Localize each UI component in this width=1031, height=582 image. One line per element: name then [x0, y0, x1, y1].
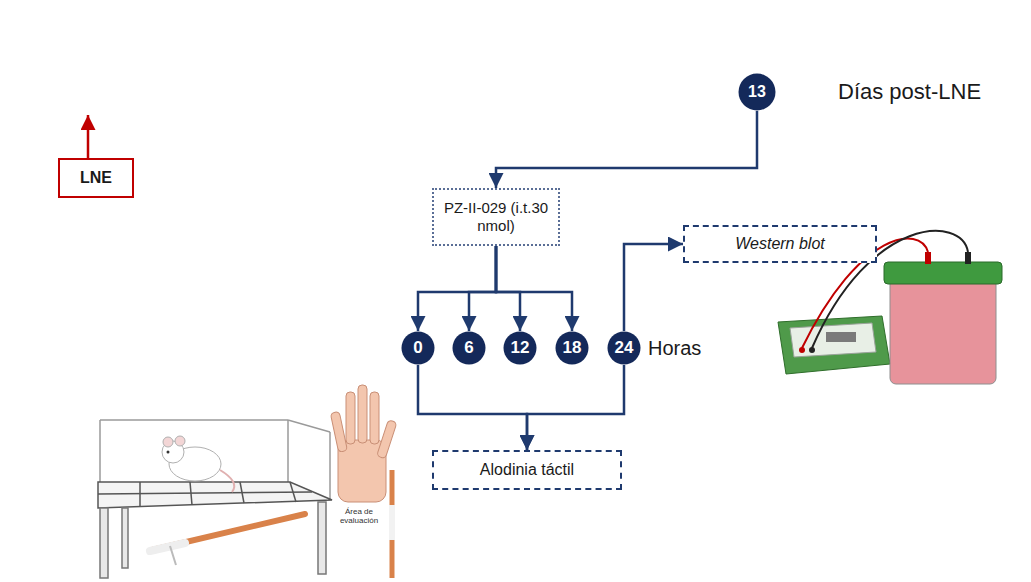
flow-connector [624, 244, 683, 331]
black-electrode [965, 252, 971, 264]
day-dot [430, 72, 470, 112]
injury-leader [87, 115, 90, 158]
table-leg [100, 508, 108, 578]
day-dot [788, 72, 828, 112]
marker-circle [504, 332, 537, 365]
probe-filament [392, 470, 393, 578]
day-marker: 13 [738, 73, 776, 111]
day-dot [120, 72, 160, 112]
finger [330, 411, 347, 452]
table-leg [318, 502, 326, 574]
marker-number: 13 [748, 82, 766, 101]
drug-box: PZ-II-029 (i.t.30 nmol) [432, 188, 560, 246]
day-dot [688, 72, 728, 112]
marker-number: 0 [413, 338, 422, 358]
flow-connector [496, 246, 520, 331]
marker-circle [556, 332, 589, 365]
von-frey-cage [98, 420, 332, 578]
flow-connector [496, 246, 572, 331]
tank-lid [884, 262, 1002, 284]
cage-edge [329, 432, 331, 500]
axis-label: Horas [648, 335, 701, 361]
day-dot [327, 72, 367, 112]
red-electrode [925, 252, 931, 264]
box-text: Alodinia táctil [480, 460, 574, 479]
cage-edge [100, 419, 288, 421]
mouse-ear [175, 436, 185, 446]
tank-body [890, 278, 996, 384]
power-supply-case [778, 316, 890, 374]
behavior-box: Alodinia táctil [432, 450, 622, 490]
time-marker: 6 [452, 331, 486, 365]
flow-connector [527, 365, 624, 450]
timeline-band: Días post-LNE 13 [0, 4, 1031, 176]
area-label: Área de evaluación [334, 507, 384, 525]
box-text: PZ-II-029 (i.t.30 nmol) [440, 199, 552, 235]
mouse-figure [162, 436, 234, 492]
flow-connector [418, 365, 527, 450]
power-supply [778, 316, 890, 374]
marker-number: 6 [464, 338, 473, 358]
finger [377, 420, 397, 459]
cage-edge [287, 420, 289, 482]
injury-box: LNE [58, 158, 134, 198]
marker-number: 12 [511, 338, 530, 358]
flow-connector [496, 111, 757, 188]
cage-edge [288, 420, 330, 432]
table-leg [122, 508, 128, 568]
time-marker: 24 [607, 331, 641, 365]
marker-number: 18 [563, 338, 582, 358]
day-dot [585, 72, 625, 112]
flow-connector [418, 246, 496, 331]
mouse-ear [163, 437, 173, 447]
band-arrow [322, 265, 752, 430]
day-dot [172, 72, 212, 112]
power-supply-panel [790, 323, 876, 357]
mouse-tail [220, 470, 234, 492]
day-dot [276, 72, 316, 112]
power-display [826, 332, 856, 342]
day-dot [482, 72, 522, 112]
paw-figure [330, 385, 397, 502]
marker-circle [453, 332, 486, 365]
mouse-eye [167, 451, 170, 454]
injury-day-dot [68, 72, 108, 112]
finger [370, 392, 379, 444]
band-arrow [2, 6, 1028, 174]
box-text: Western blot [735, 234, 825, 253]
time-marker: 12 [503, 331, 537, 365]
day-dot [379, 72, 419, 112]
probe-rod [390, 470, 395, 578]
probe-grip [389, 505, 395, 540]
marker-circle [739, 74, 776, 111]
finger [358, 385, 367, 443]
time-marker: 18 [555, 331, 589, 365]
filament-hair [170, 546, 176, 565]
marker-number: 24 [615, 338, 634, 358]
marker-circle [402, 332, 435, 365]
time-marker: 0 [401, 331, 435, 365]
mesh-platform [98, 482, 332, 508]
marker-circle [608, 332, 641, 365]
day-dot [224, 72, 264, 112]
mesh-line [98, 492, 312, 494]
box-text: LNE [80, 168, 112, 187]
cage-edge [99, 420, 101, 482]
filament-handle [150, 543, 185, 551]
axis-label: Días post-LNE [838, 79, 981, 105]
finger [346, 392, 355, 444]
von-frey-filament [150, 514, 305, 565]
hours-band: Horas 0 6 12 18 24 [320, 260, 760, 435]
day-dot [636, 72, 676, 112]
flow-connector [469, 246, 496, 331]
assay-box: Western blot [683, 225, 877, 263]
day-dot [533, 72, 573, 112]
